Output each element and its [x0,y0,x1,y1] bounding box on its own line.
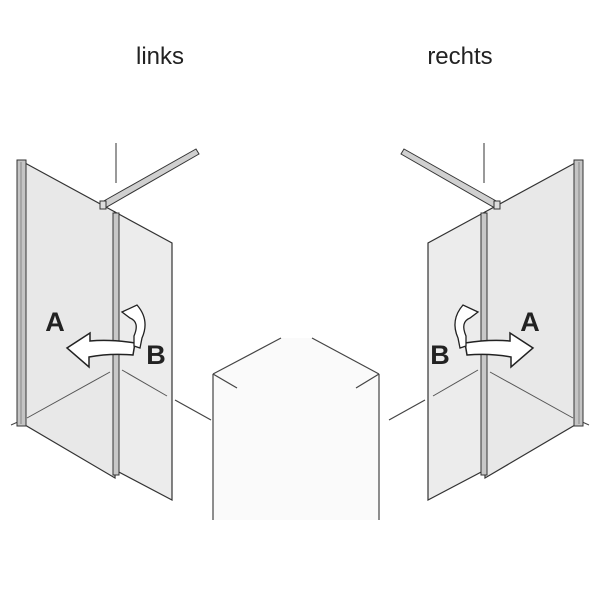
label-b-left: B [146,340,166,370]
wall-block [212,337,380,520]
label-a-right: A [520,307,540,337]
label-b-right: B [430,340,450,370]
view-title-left: links [136,43,184,70]
left-shower-illustration [10,142,212,501]
view-title-right: rechts [427,43,492,70]
label-a-left: A [45,307,65,337]
right-shower-illustration [388,142,590,501]
